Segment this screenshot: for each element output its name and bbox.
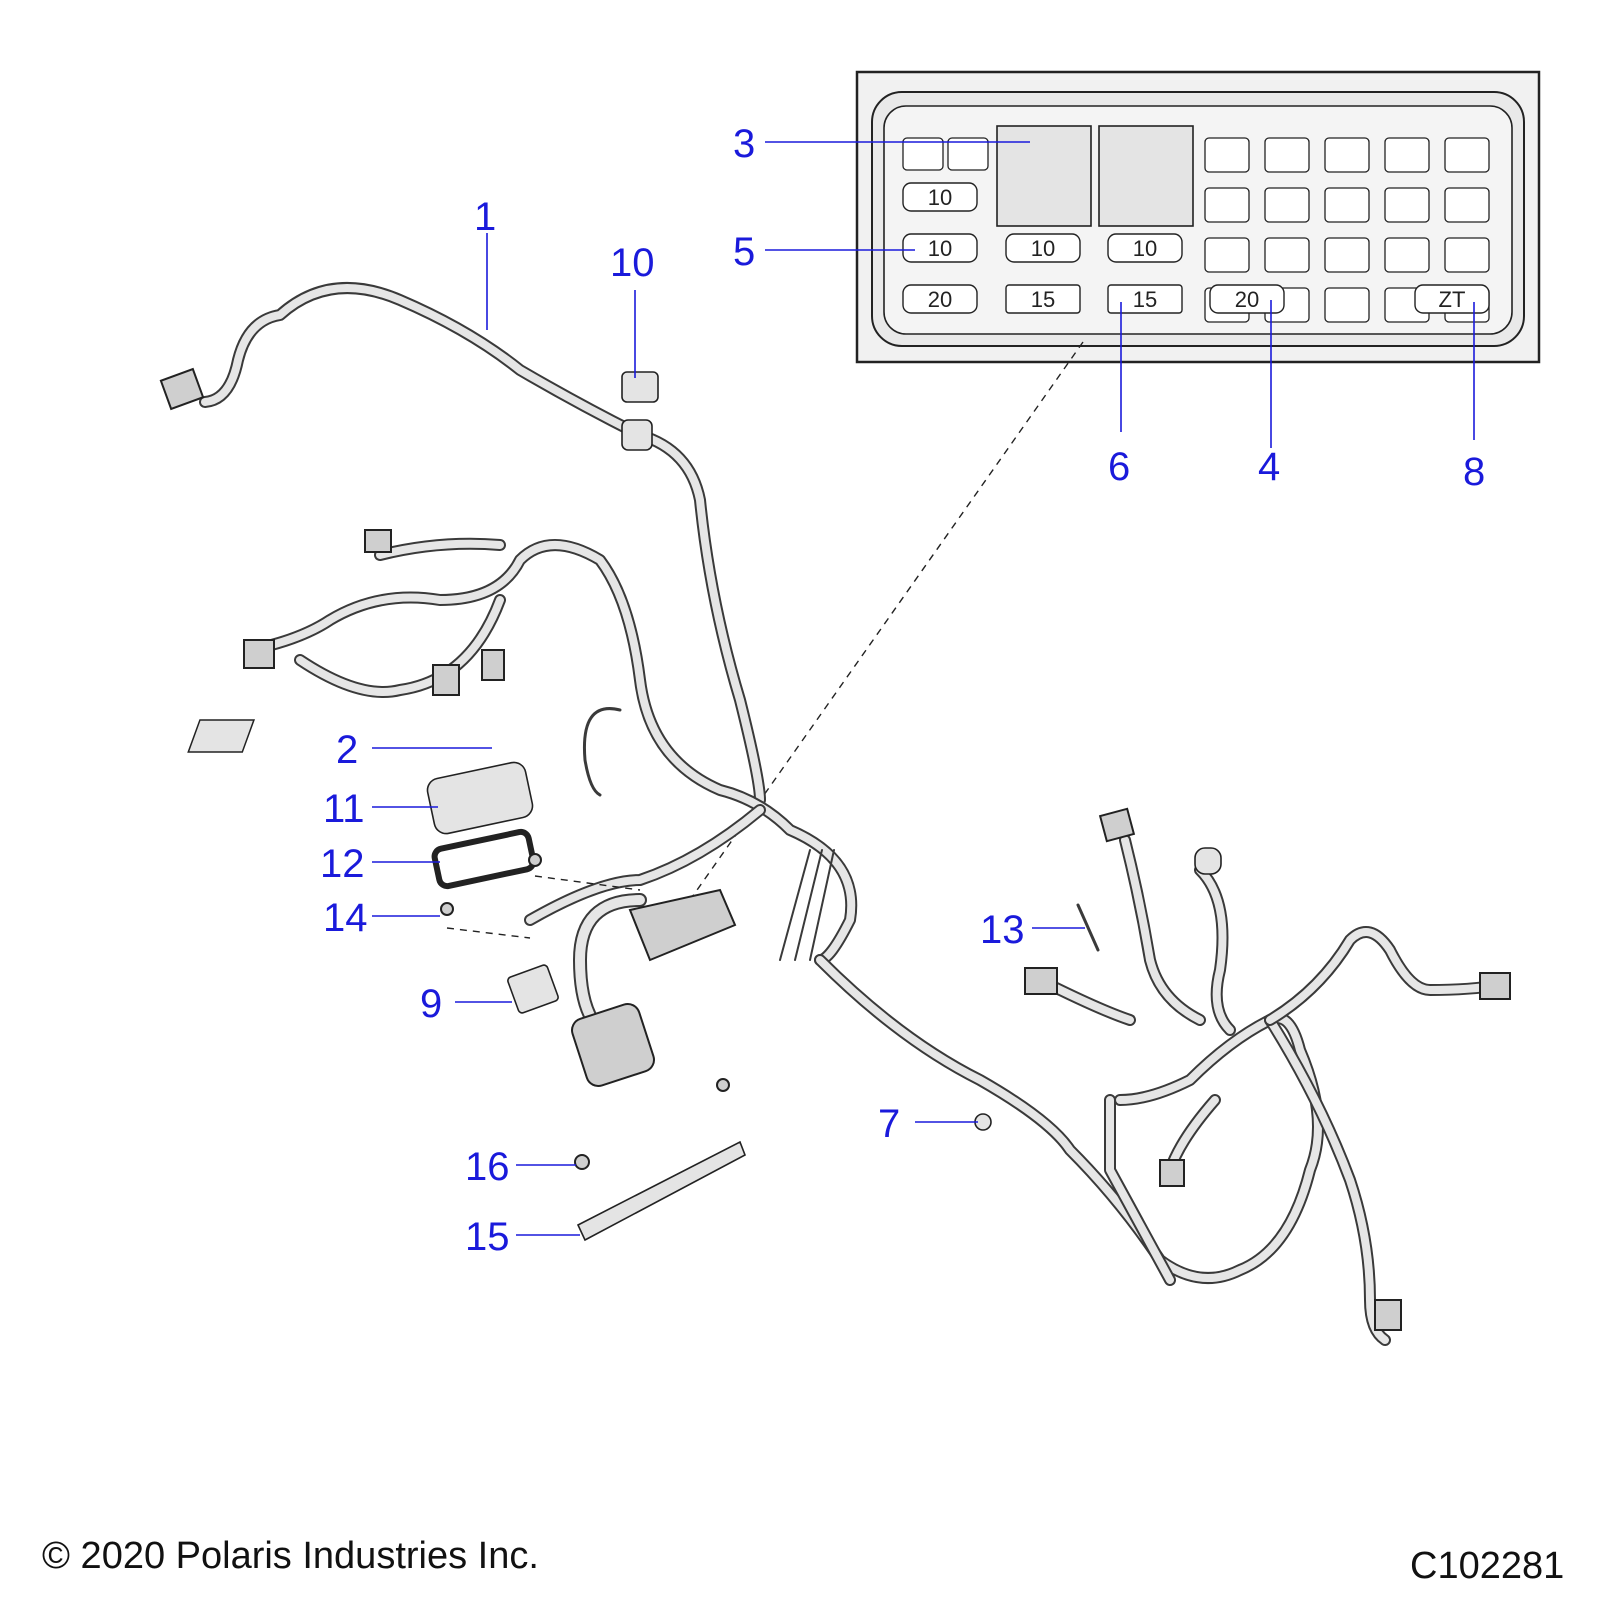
connector: [159, 367, 205, 411]
fuse-f10-c: 10: [1005, 233, 1081, 263]
connector: [1479, 972, 1511, 1000]
callout-16: 16: [465, 1145, 510, 1189]
callout-4: 4: [1258, 445, 1280, 489]
left-harness: [243, 529, 858, 966]
copyright-notice: © 2020 Polaris Industries Inc.: [42, 1535, 539, 1577]
item-16-push-rivet: [574, 1154, 590, 1170]
fuse-slot: [1444, 187, 1490, 223]
item-9-bracket: [507, 964, 559, 1014]
fuse-slot: [1324, 137, 1370, 173]
fuse-slot: [1264, 187, 1310, 223]
callout-5: 5: [733, 230, 755, 274]
relay-left: [996, 125, 1092, 227]
callout-7: 7: [878, 1102, 900, 1146]
callout-1: 1: [474, 195, 496, 239]
fuse-f20-a: 20: [902, 284, 978, 314]
svg-text:10: 10: [1133, 236, 1157, 261]
callout-2: 2: [336, 728, 358, 772]
fuse-slot: [1444, 237, 1490, 273]
fuse-f15-a: 15: [1005, 284, 1081, 314]
fuse-box-inset: [855, 70, 1541, 364]
diagram-code: C102281: [1410, 1545, 1565, 1587]
item-12-gasket: [431, 828, 537, 890]
fuse-slot: [1384, 237, 1430, 273]
fuse-box-body: [628, 888, 737, 962]
callout-14: 14: [323, 896, 368, 940]
item-10-connector: [621, 371, 659, 403]
fuse-slot: [1324, 287, 1370, 323]
fuse-f10-d: 10: [1107, 233, 1183, 263]
callout-12: 12: [320, 842, 365, 886]
fuse-slot: [1264, 137, 1310, 173]
connector: [364, 529, 392, 553]
svg-text:20: 20: [928, 287, 952, 312]
callout-11: 11: [323, 787, 365, 831]
fuse-slot: [902, 137, 944, 171]
svg-text:20: 20: [1235, 287, 1259, 312]
fuse-f10-a: 10: [902, 182, 978, 212]
fuse-zt: ZT: [1414, 284, 1490, 314]
svg-text:15: 15: [1031, 287, 1055, 312]
fuse-slot: [1324, 187, 1370, 223]
relay-right: [1098, 125, 1194, 227]
callout-labels: 1 2 3 4 5 6 7 8 9 10 11 12 13 14 15 16: [320, 122, 1485, 1259]
svg-text:10: 10: [928, 236, 952, 261]
fuse-f20-b: 20: [1209, 284, 1285, 314]
item-2-label-sheet: [187, 719, 256, 753]
fuse-slot: [1204, 137, 1250, 173]
connector: [432, 664, 460, 696]
fuse-f10-b: 10: [902, 233, 978, 263]
svg-text:15: 15: [1133, 287, 1157, 312]
connector: [1098, 807, 1136, 843]
leader-lines: [372, 141, 1475, 1236]
svg-text:10: 10: [1031, 236, 1055, 261]
connector: [1194, 847, 1222, 875]
callout-3: 3: [733, 122, 755, 166]
callout-10: 10: [610, 241, 655, 285]
screw: [528, 853, 542, 867]
fuse-slot: [1384, 137, 1430, 173]
mount-line: [446, 927, 531, 939]
callout-9: 9: [420, 982, 442, 1026]
connector: [1374, 1299, 1402, 1331]
inset-projection-line: [689, 341, 1084, 901]
svg-text:ZT: ZT: [1439, 287, 1466, 312]
connector: [1024, 967, 1058, 995]
chassis-harness: [814, 807, 1511, 1346]
connector: [243, 639, 275, 669]
svg-text:10: 10: [928, 185, 952, 210]
fuse-slot: [947, 137, 989, 171]
fuse-slot: [1324, 237, 1370, 273]
connector: [481, 649, 505, 681]
fuse-slot: [1204, 237, 1250, 273]
callout-8: 8: [1463, 450, 1485, 494]
item-13-sensor: [1076, 903, 1100, 952]
callout-15: 15: [465, 1215, 510, 1259]
mount-line: [534, 875, 641, 891]
fuse-slot: [1444, 137, 1490, 173]
fuse-box-assembly: [524, 804, 835, 1087]
fuse-f15-b: 15: [1107, 284, 1183, 314]
clip: [621, 419, 653, 451]
callout-13: 13: [980, 908, 1025, 952]
fuse-slot: [1264, 237, 1310, 273]
upper-harness: [159, 282, 766, 806]
callout-6: 6: [1108, 445, 1130, 489]
screw: [716, 1078, 730, 1092]
item-15-strap: [576, 1140, 747, 1242]
fuse-slot: [1384, 187, 1430, 223]
item-14-screw: [440, 902, 454, 916]
item-11-cover: [426, 761, 534, 835]
connector: [1159, 1159, 1185, 1187]
fuse-slot: [1204, 187, 1250, 223]
ecu-connector: [571, 1003, 655, 1087]
